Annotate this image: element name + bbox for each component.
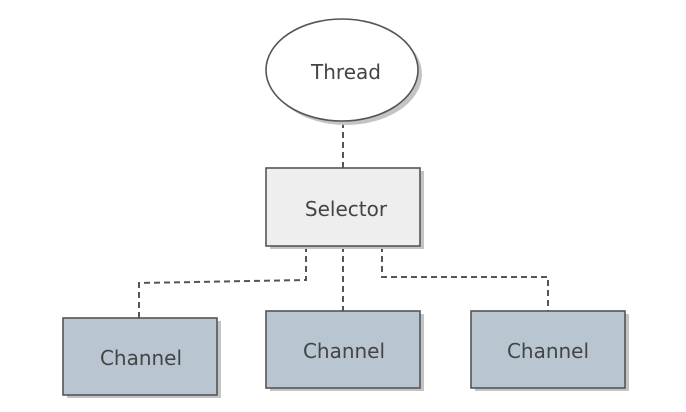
- channel-node-1: Channel: [62, 317, 221, 398]
- selector-node-shape: [265, 167, 421, 247]
- connector-selector-channel-3: [381, 246, 549, 311]
- channel-3-label: Channel: [507, 339, 589, 363]
- channel-node-1-shape: [62, 317, 218, 396]
- selector-label: Selector: [305, 197, 388, 221]
- connector-selector-channel-1: [138, 246, 307, 318]
- connectors: [138, 122, 549, 318]
- thread-node: Thread: [265, 18, 422, 125]
- channel-node-2-shape: [265, 310, 421, 389]
- channel-2-label: Channel: [303, 339, 385, 363]
- selector-node: Selector: [265, 167, 424, 249]
- thread-node-shape: [265, 18, 419, 122]
- channel-1-label: Channel: [100, 346, 182, 370]
- channel-node-3: Channel: [470, 310, 629, 391]
- channel-node-2: Channel: [265, 310, 424, 391]
- thread-label: Thread: [310, 60, 381, 84]
- channel-node-3-shape: [470, 310, 626, 389]
